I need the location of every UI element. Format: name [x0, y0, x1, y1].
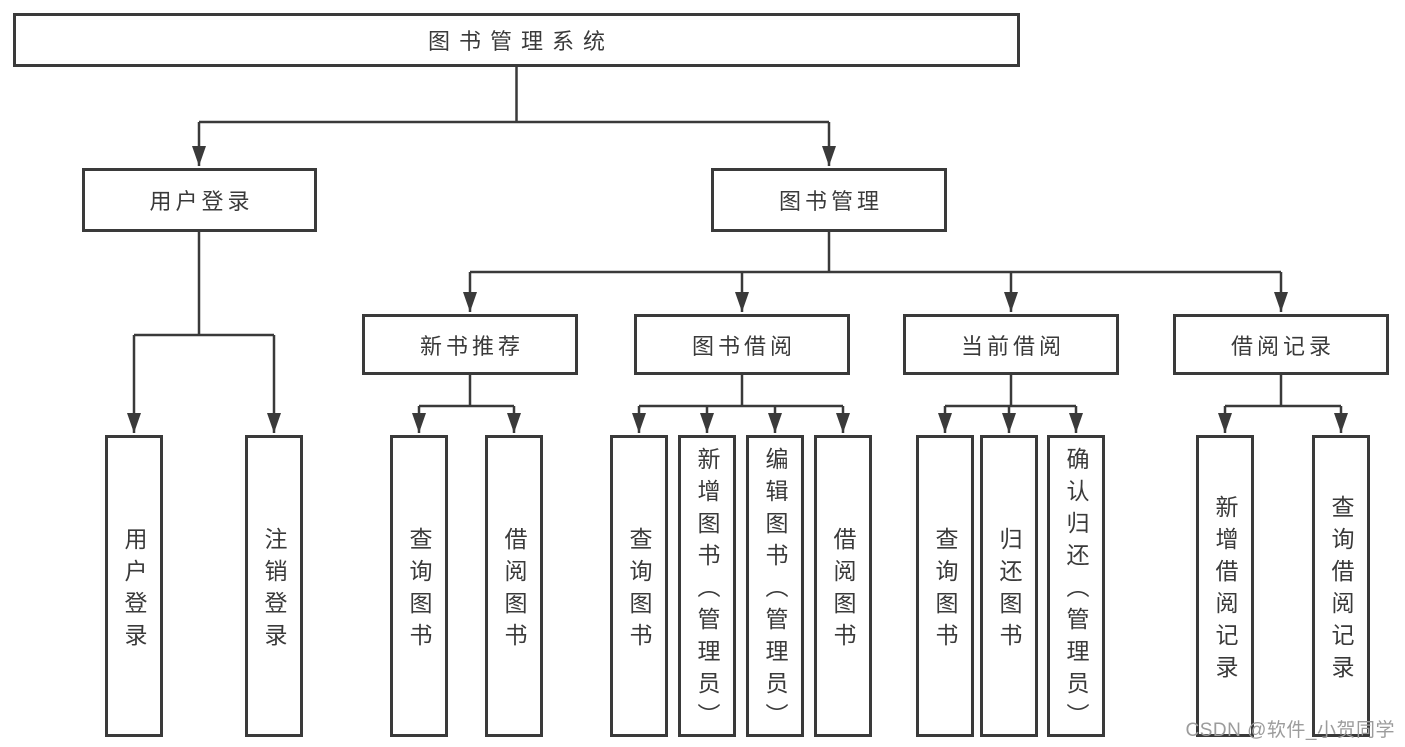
node-new-book-recommend: 新书推荐: [362, 314, 578, 375]
node-book-management: 图书管理: [711, 168, 947, 232]
node-label: 用户登录: [149, 189, 254, 214]
node-label: 查询图书: [626, 526, 652, 655]
leaf-query-books-current: 查询图书: [916, 435, 974, 737]
node-book-borrowing: 图书借阅: [634, 314, 850, 375]
leaf-query-books-borrowing: 查询图书: [610, 435, 668, 737]
node-label: 注销登录: [261, 526, 287, 655]
csdn-watermark: CSDN @软件_小贺同学: [1185, 720, 1395, 741]
node-label: 新增借阅记录: [1212, 494, 1238, 687]
node-borrowing-records: 借阅记录: [1173, 314, 1389, 375]
node-label: 图书管理: [778, 189, 883, 214]
connector-current-borrowing-spine: [945, 375, 1076, 408]
connector-book-borrowing-spine: [639, 375, 843, 408]
leaf-query-borrow-record: 查询借阅记录: [1312, 435, 1370, 737]
leaf-borrow-books-recommend: 借阅图书: [485, 435, 543, 737]
node-current-borrowing: 当前借阅: [903, 314, 1119, 375]
node-label: 图书借阅: [691, 333, 796, 359]
node-label: 归还图书: [996, 526, 1022, 655]
leaf-add-book-admin: 新增图书（管理员）: [678, 435, 736, 737]
connector-root-spine: [199, 67, 829, 124]
node-label: 借阅记录: [1230, 333, 1335, 359]
node-library-management-system: 图书管理系统: [13, 13, 1020, 67]
node-label: 用户登录: [121, 526, 147, 655]
leaf-query-books-recommend: 查询图书: [390, 435, 448, 737]
node-label: 借阅图书: [830, 526, 856, 655]
node-label: 查询图书: [932, 526, 958, 655]
node-label: 确认归还（管理员）: [1063, 446, 1089, 735]
leaf-return-books: 归还图书: [980, 435, 1038, 737]
leaf-borrow-books-borrowing: 借阅图书: [814, 435, 872, 737]
leaf-confirm-return-admin: 确认归还（管理员）: [1047, 435, 1105, 737]
connector-borrowing-records-spine: [1225, 375, 1341, 408]
node-label: 查询借阅记录: [1328, 494, 1354, 687]
node-label: 当前借阅: [960, 333, 1065, 359]
leaf-add-borrow-record: 新增借阅记录: [1196, 435, 1254, 737]
node-label: 编辑图书（管理员）: [762, 446, 788, 735]
connector-book-management-spine: [470, 232, 1281, 274]
node-label: 查询图书: [406, 526, 432, 655]
node-label: 图书管理系统: [427, 29, 614, 54]
node-label: 借阅图书: [501, 526, 527, 655]
leaf-user-login: 用户登录: [105, 435, 163, 737]
node-label: 新书推荐: [419, 333, 524, 359]
leaf-edit-book-admin: 编辑图书（管理员）: [746, 435, 804, 737]
node-label: 新增图书（管理员）: [694, 446, 720, 735]
node-user-login: 用户登录: [82, 168, 317, 232]
connector-user-login-spine: [134, 232, 274, 337]
leaf-logout: 注销登录: [245, 435, 303, 737]
connector-new-book-recommend-spine: [419, 375, 514, 408]
